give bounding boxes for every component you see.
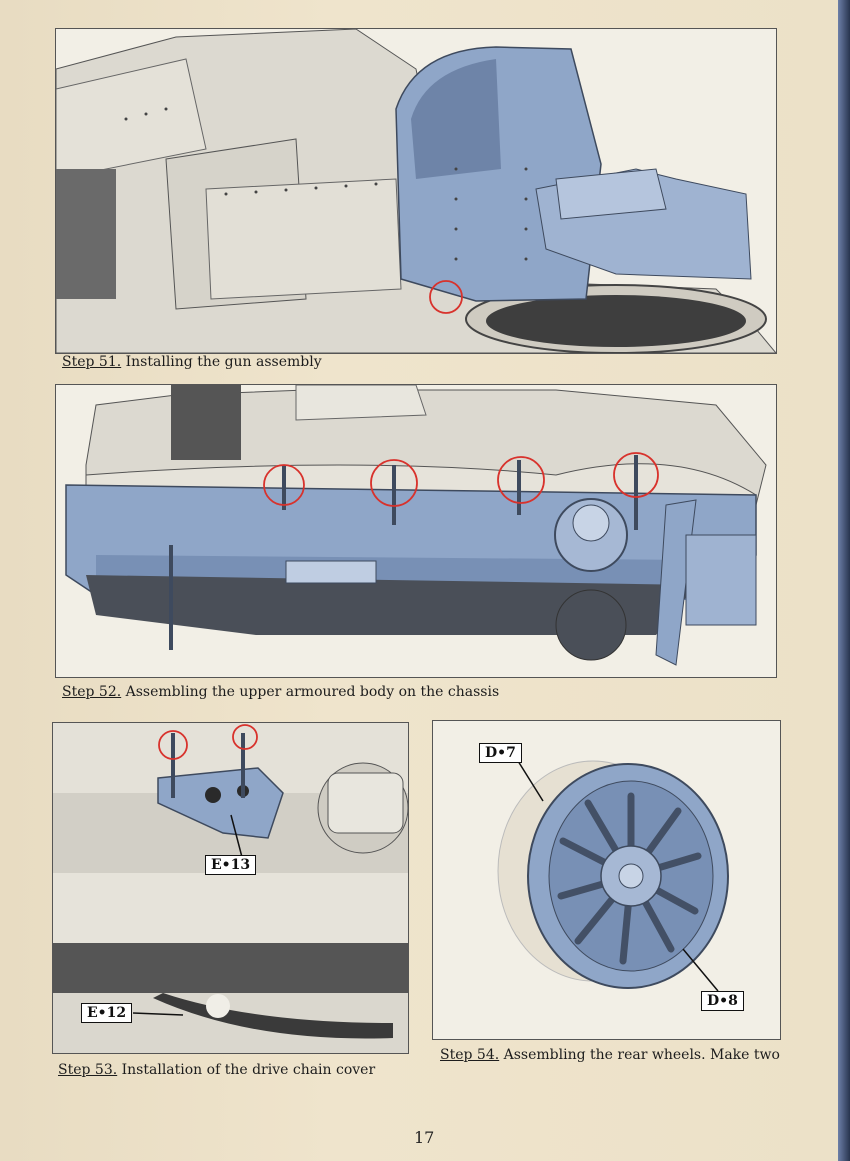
step-54-caption: Step 54. Assembling the rear wheels. Mak… <box>440 1047 780 1063</box>
step-52-number: Step 52. <box>62 684 122 700</box>
step-52-text: Assembling the upper armoured body on th… <box>121 684 500 700</box>
callout-circle <box>429 280 463 314</box>
step-54-number: Step 54. <box>440 1047 500 1063</box>
step-53-caption: Step 53. Installation of the drive chain… <box>58 1062 375 1078</box>
armoured-body-drawing <box>56 385 776 677</box>
step-52-illustration <box>55 384 777 678</box>
step-51-illustration <box>55 28 777 354</box>
part-label-e12: E•12 <box>81 1003 133 1023</box>
drive-chain-cover-drawing <box>53 723 408 1053</box>
book-edge <box>838 0 850 1161</box>
step-53-number: Step 53. <box>58 1062 118 1078</box>
step-53-illustration: E•13 E•12 <box>52 722 409 1054</box>
part-label-d8: D•8 <box>701 991 744 1011</box>
rear-wheel-drawing <box>433 721 780 1039</box>
step-51-number: Step 51. <box>62 354 122 370</box>
step-52-caption: Step 52. Assembling the upper armoured b… <box>62 684 499 700</box>
callout-circle <box>613 452 659 498</box>
callout-circle <box>370 459 418 507</box>
gun-assembly-drawing <box>56 29 776 353</box>
step-54-illustration: D•7 D•8 <box>432 720 781 1040</box>
callout-circle <box>232 724 258 750</box>
callout-circle <box>263 464 305 506</box>
page-number: 17 <box>414 1128 435 1147</box>
part-label-d7: D•7 <box>479 743 522 763</box>
step-53-text: Installation of the drive chain cover <box>117 1062 376 1078</box>
callout-circle <box>158 730 188 760</box>
part-label-e13: E•13 <box>205 855 257 875</box>
step-54-text: Assembling the rear wheels. Make two <box>499 1047 780 1063</box>
step-51-caption: Step 51. Installing the gun assembly <box>62 354 322 370</box>
step-51-text: Installing the gun assembly <box>121 354 322 370</box>
callout-circle <box>497 456 545 504</box>
